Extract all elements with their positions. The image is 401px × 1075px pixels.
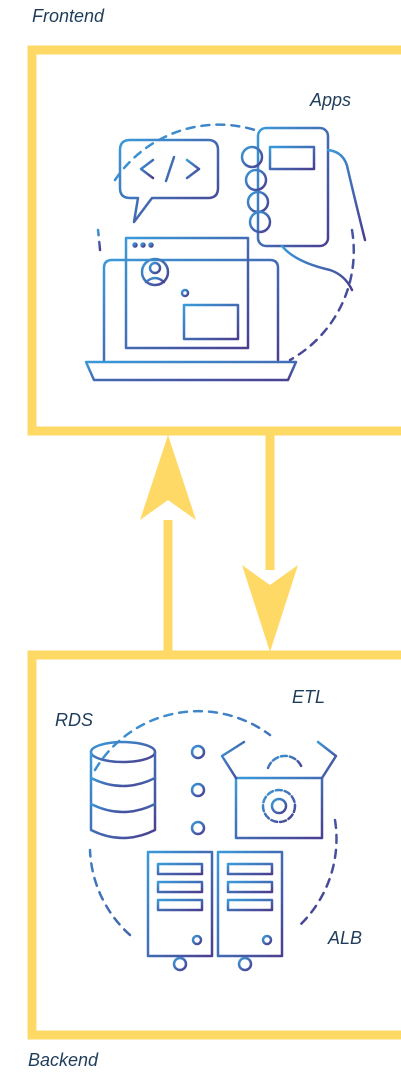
laptop-icon xyxy=(84,236,298,382)
backend-box xyxy=(27,650,401,1040)
database-icon xyxy=(89,740,206,840)
frontend-label: Frontend xyxy=(32,6,105,26)
frontend-box xyxy=(27,45,401,436)
down-arrow xyxy=(242,431,298,652)
backend-label: Backend xyxy=(28,1050,99,1070)
alb-label: ALB xyxy=(328,928,363,948)
frontend-dashed-circle xyxy=(113,123,355,362)
etl-label: ETL xyxy=(292,687,326,707)
smartphone-icon xyxy=(256,126,330,248)
profile-icon xyxy=(140,257,190,298)
backend-dashed-circle xyxy=(88,709,338,937)
rds-label: RDS xyxy=(55,710,94,730)
hand-icon xyxy=(240,145,367,292)
code-icon xyxy=(118,138,220,224)
gear-icon xyxy=(261,754,304,824)
etl-box-icon xyxy=(220,740,338,840)
apps-label: Apps xyxy=(310,90,352,110)
server-icon xyxy=(146,850,284,972)
up-arrow xyxy=(140,435,196,655)
